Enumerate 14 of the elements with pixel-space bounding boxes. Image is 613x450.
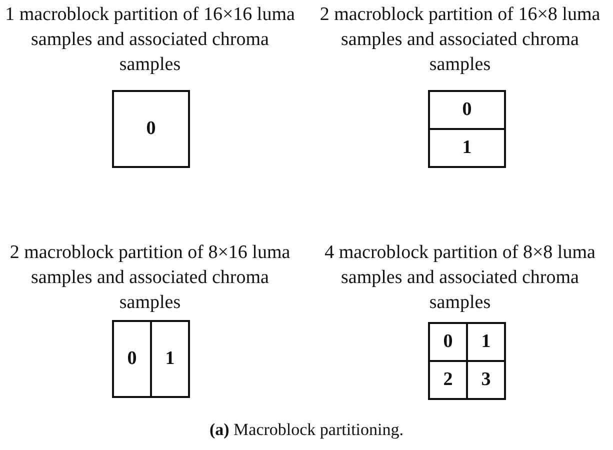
figure-caption: (a) Macroblock partitioning.	[208, 420, 405, 440]
partition-block: 0	[112, 90, 190, 168]
partition-block: 0	[428, 322, 468, 362]
partition-block: 1	[150, 320, 190, 398]
partition-description: 2 macroblock partition of 16×8 luma samples and associated chroma samples	[318, 3, 602, 77]
partition-block: 0	[112, 320, 152, 398]
partition-description: 4 macroblock partition of 8×8 luma samples and associated chroma samples	[324, 241, 596, 315]
partition-description: 2 macroblock partition of 8×16 luma samples and associated chroma samples	[8, 241, 292, 315]
partition-block: 1	[428, 128, 506, 168]
partition-block: 0	[428, 90, 506, 130]
partition-block: 3	[466, 360, 506, 400]
partition-block: 1	[466, 322, 506, 362]
partition-block: 2	[428, 360, 468, 400]
partition-description: 1 macroblock partition of 16×16 luma samples and associated chroma samples	[4, 3, 296, 77]
